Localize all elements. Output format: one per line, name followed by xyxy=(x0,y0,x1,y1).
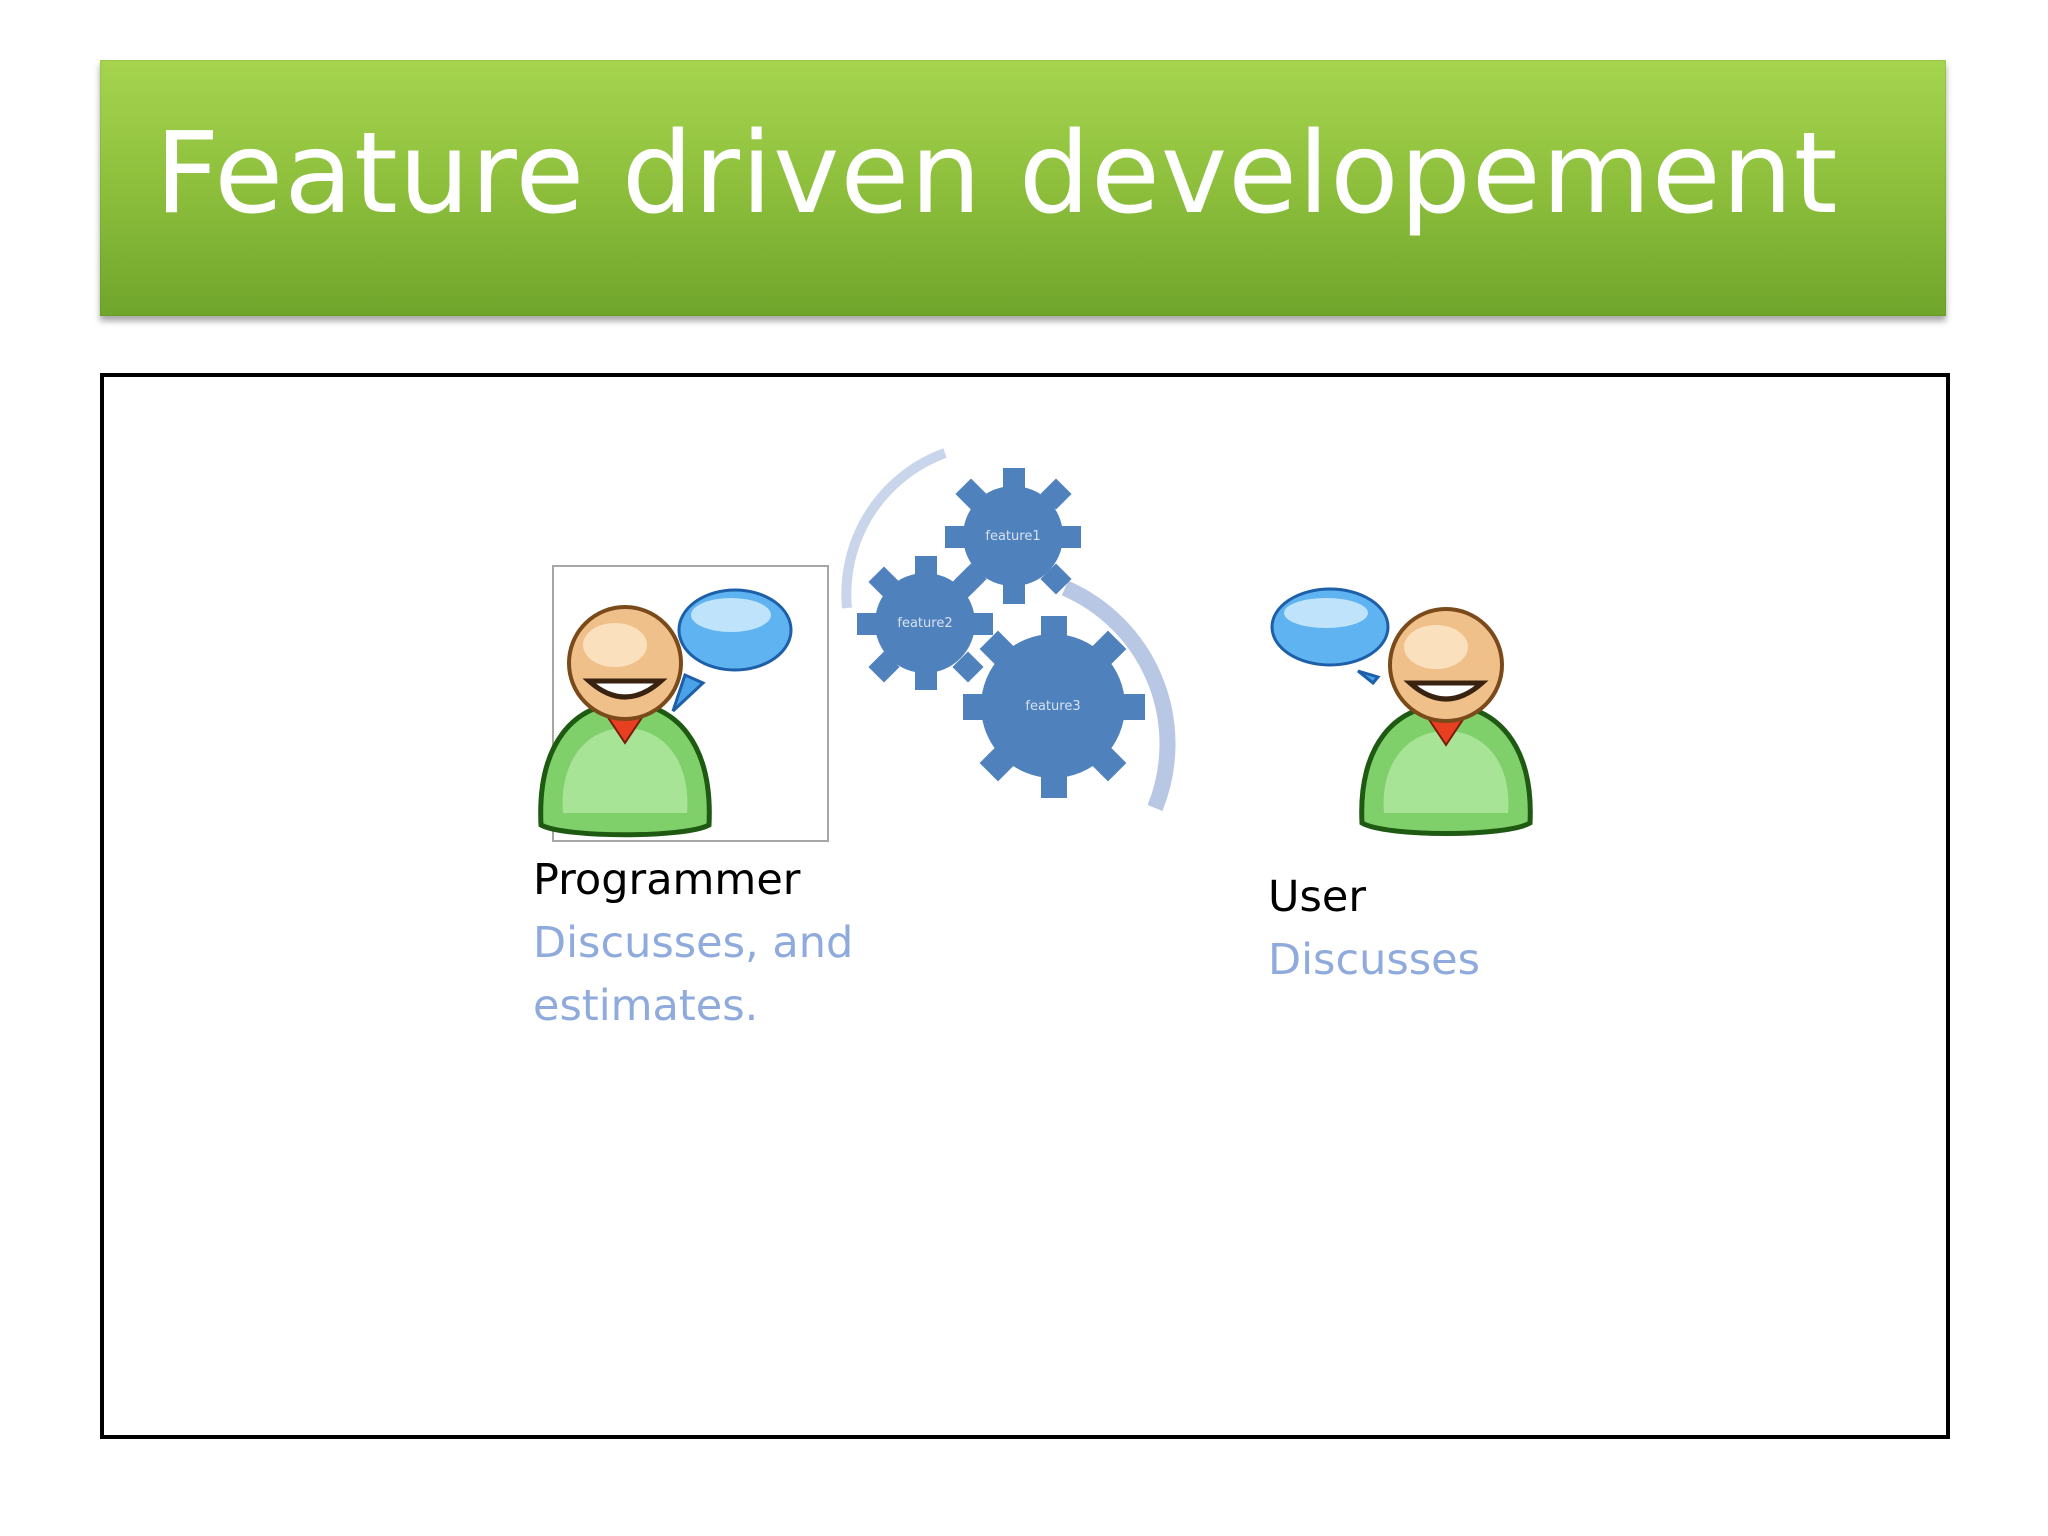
programmer-avatar-icon xyxy=(538,605,712,838)
motion-arc-right xyxy=(1061,580,1176,812)
user-figure xyxy=(1268,585,1538,837)
programmer-figure xyxy=(535,563,830,845)
user-label: User xyxy=(1268,872,1367,922)
programmer-action-line1: Discusses, and xyxy=(533,918,854,968)
gear-label-feature1: feature1 xyxy=(985,529,1040,544)
image-frame xyxy=(552,565,829,842)
speech-bubble-icon xyxy=(671,588,793,713)
user-avatar-icon xyxy=(1359,607,1533,836)
gear-label-feature3: feature3 xyxy=(1025,699,1080,714)
feature-gears-diagram: feature1 feature2 feature3 xyxy=(835,438,1205,818)
gear-label-feature2: feature2 xyxy=(897,616,952,631)
programmer-action-line2: estimates. xyxy=(533,981,759,1031)
slide-title: Feature driven developement xyxy=(155,109,1839,239)
gear-feature3-icon xyxy=(963,616,1145,798)
user-action: Discusses xyxy=(1268,935,1481,985)
motion-arc-left xyxy=(841,448,947,609)
slide-title-bar xyxy=(100,60,1946,316)
speech-bubble-icon xyxy=(1270,587,1390,686)
programmer-label: Programmer xyxy=(533,855,801,905)
